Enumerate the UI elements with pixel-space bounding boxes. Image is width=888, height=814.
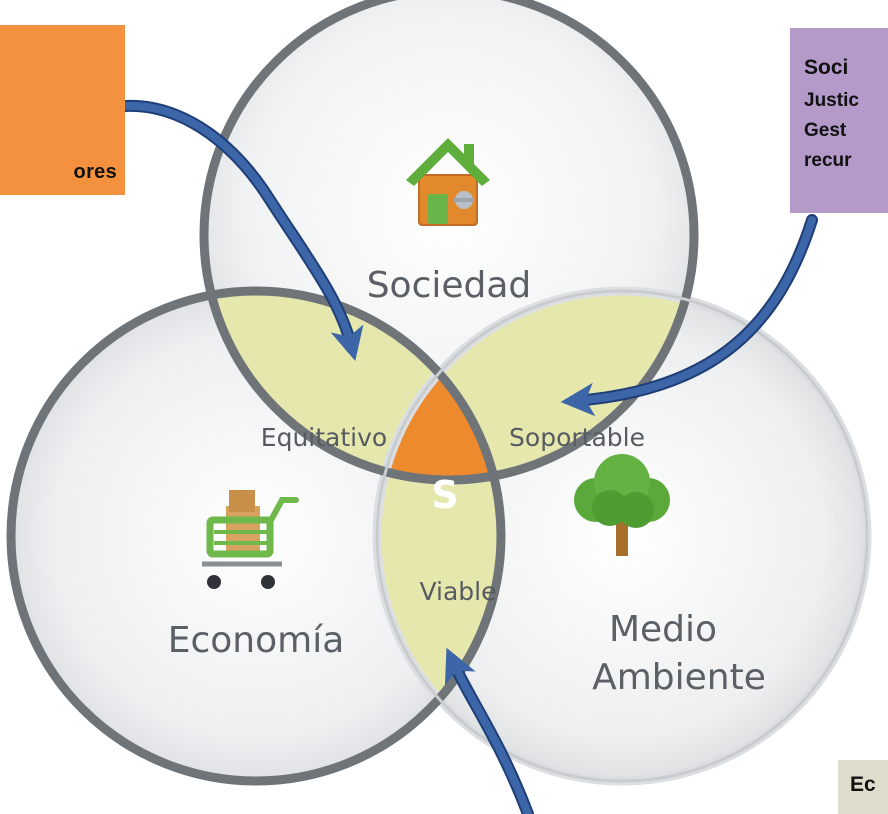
callout-purple-line-2: Justic <box>804 90 859 111</box>
callout-tan-text: Ec <box>850 773 876 796</box>
zone-label-viable: Viable <box>419 577 496 606</box>
callout-orange-text: ores <box>73 161 117 183</box>
house-icon <box>406 138 490 226</box>
circle-label-ambiente: Ambiente <box>592 657 766 698</box>
callout-purple-line-4: recur <box>804 150 852 171</box>
ring-left <box>6 286 506 786</box>
circle-label-economia: Economía <box>168 620 345 661</box>
circle-label-medio: Medio <box>609 609 717 650</box>
callout-purple-line-3: Gest <box>804 120 847 141</box>
zone-soportable <box>377 291 694 480</box>
ring-top <box>199 0 699 485</box>
callout-purple: Soci Justic Gest recur <box>790 28 888 213</box>
zone-label-soportable: Soportable <box>509 423 645 452</box>
circle-label-sociedad: Sociedad <box>367 265 532 306</box>
callout-purple-line-1: Soci <box>804 56 849 79</box>
zone-equitativo <box>204 291 501 480</box>
zone-label-equitativo: Equitativo <box>261 423 387 452</box>
shopping-cart-icon <box>202 490 299 589</box>
center-label: S <box>431 473 458 517</box>
ring-right-inner <box>375 289 869 783</box>
callout-orange: ores <box>0 25 125 195</box>
callout-tan: Ec <box>838 760 888 814</box>
tree-icon <box>574 454 670 556</box>
